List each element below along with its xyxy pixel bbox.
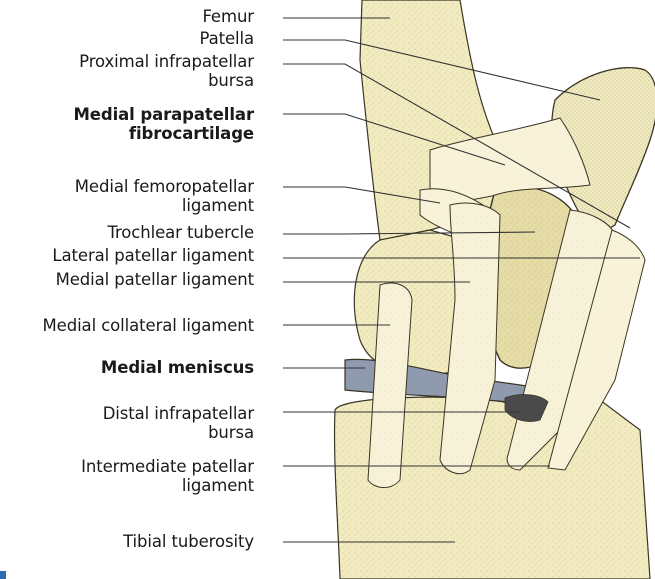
label-trochlear-tubercle: Trochlear tubercle: [107, 223, 254, 242]
label-line: ligament: [75, 196, 254, 215]
label-medial-patellar-ligament: Medial patellar ligament: [56, 270, 254, 289]
label-lateral-patellar-ligament: Lateral patellar ligament: [52, 246, 254, 265]
label-line: fibrocartilage: [73, 124, 254, 143]
label-femur: Femur: [202, 7, 254, 26]
label-patella: Patella: [199, 29, 254, 48]
label-line: Medial meniscus: [101, 358, 254, 377]
label-line: Trochlear tubercle: [107, 223, 254, 242]
label-line: Medial collateral ligament: [43, 316, 254, 335]
label-medial-collateral-ligament: Medial collateral ligament: [43, 316, 254, 335]
corner-mark: [0, 571, 6, 579]
label-line: Patella: [199, 29, 254, 48]
label-line: Proximal infrapatellar: [79, 52, 254, 71]
label-line: Medial patellar ligament: [56, 270, 254, 289]
label-line: bursa: [79, 71, 254, 90]
label-line: Intermediate patellar: [81, 457, 254, 476]
label-line: Femur: [202, 7, 254, 26]
label-line: Medial femoropatellar: [75, 177, 254, 196]
label-medial-meniscus: Medial meniscus: [101, 358, 254, 377]
label-line: Distal infrapatellar: [103, 404, 254, 423]
label-line: bursa: [103, 423, 254, 442]
label-line: Tibial tuberosity: [123, 532, 254, 551]
label-line: ligament: [81, 476, 254, 495]
label-line: Lateral patellar ligament: [52, 246, 254, 265]
label-tibial-tuberosity: Tibial tuberosity: [123, 532, 254, 551]
label-line: Medial parapatellar: [73, 105, 254, 124]
